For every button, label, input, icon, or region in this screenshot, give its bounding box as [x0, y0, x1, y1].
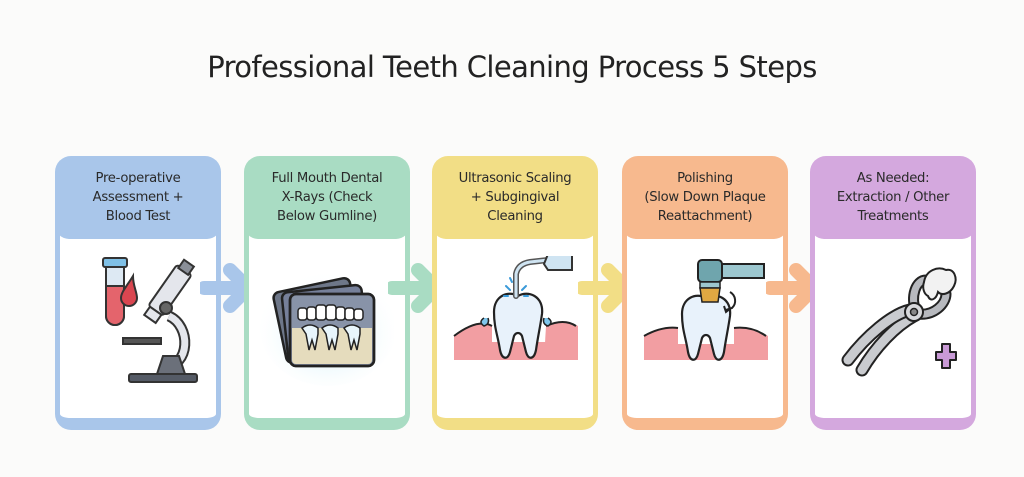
diagram-title: Professional Teeth Cleaning Process 5 St…: [207, 50, 817, 84]
step-header-1: Pre-operative Assessment + Blood Test: [55, 156, 221, 239]
step-card-2: Full Mouth Dental X-Rays (Check Below Gu…: [244, 156, 410, 430]
step-header-3: Ultrasonic Scaling + Subgingival Cleanin…: [432, 156, 598, 239]
step-card-5: As Needed: Extraction / Other Treatments: [810, 156, 976, 430]
step-header-4: Polishing (Slow Down Plaque Reattachment…: [622, 156, 788, 239]
step-header-2: Full Mouth Dental X-Rays (Check Below Gu…: [244, 156, 410, 239]
step-header-5: As Needed: Extraction / Other Treatments: [810, 156, 976, 239]
test-tube-microscope-icon: [102, 257, 198, 383]
step-card-1: Pre-operative Assessment + Blood Test: [55, 156, 221, 430]
extraction-forceps-icon: [841, 267, 957, 377]
dental-xray-icon: [260, 270, 394, 386]
step-card-4: Polishing (Slow Down Plaque Reattachment…: [622, 156, 788, 430]
step-card-3: Ultrasonic Scaling + Subgingival Cleanin…: [432, 156, 598, 430]
ultrasonic-scaler-tooth-icon: [453, 256, 578, 360]
polishing-brush-tooth-icon: [643, 259, 768, 361]
